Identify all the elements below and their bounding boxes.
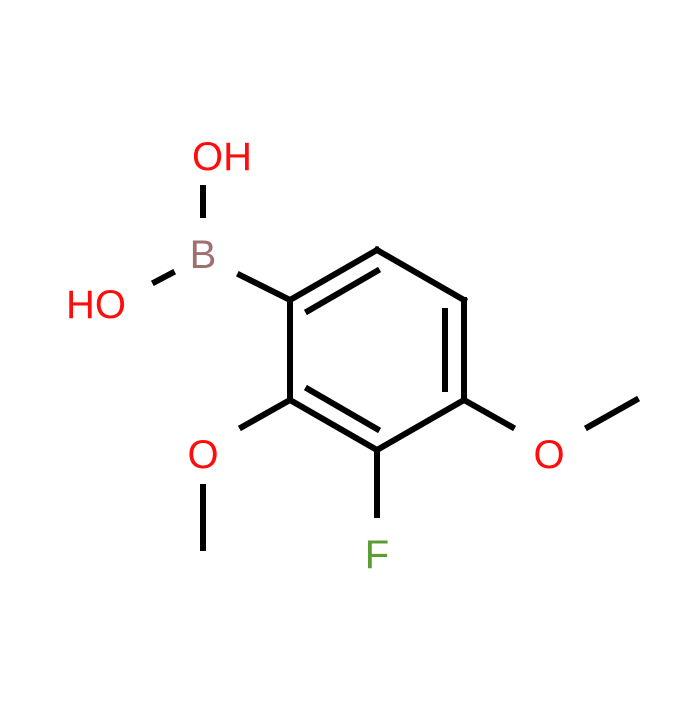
bond-ring-c5-c6-inner bbox=[303, 384, 382, 434]
bond-b-ring bbox=[235, 270, 295, 305]
bond-c6-o-methoxy-left bbox=[237, 395, 295, 432]
atom-label-o-methoxy-left: O bbox=[187, 433, 218, 477]
bond-ring-c4-c5 bbox=[372, 395, 469, 455]
bond-o-methyl-right bbox=[583, 395, 641, 432]
atom-labels: OH B HO O F O bbox=[66, 135, 565, 577]
atom-label-ho-left: HO bbox=[66, 283, 126, 327]
atom-label-fluorine: F bbox=[365, 533, 389, 577]
atom-label-boron: B bbox=[190, 233, 217, 277]
bond-c4-o-methoxy-right bbox=[459, 395, 517, 432]
bond-ring-c1-c2-inner bbox=[303, 266, 382, 316]
bond-b-ho-left bbox=[150, 268, 177, 287]
bond-ring-c1-c2 bbox=[285, 245, 382, 305]
bond-ring-c2-c3 bbox=[372, 245, 469, 305]
atom-label-oh-top: OH bbox=[192, 135, 252, 179]
bonds bbox=[150, 185, 641, 551]
atom-label-o-methoxy-right: O bbox=[533, 433, 564, 477]
bond-ring-c5-c6 bbox=[285, 395, 382, 455]
